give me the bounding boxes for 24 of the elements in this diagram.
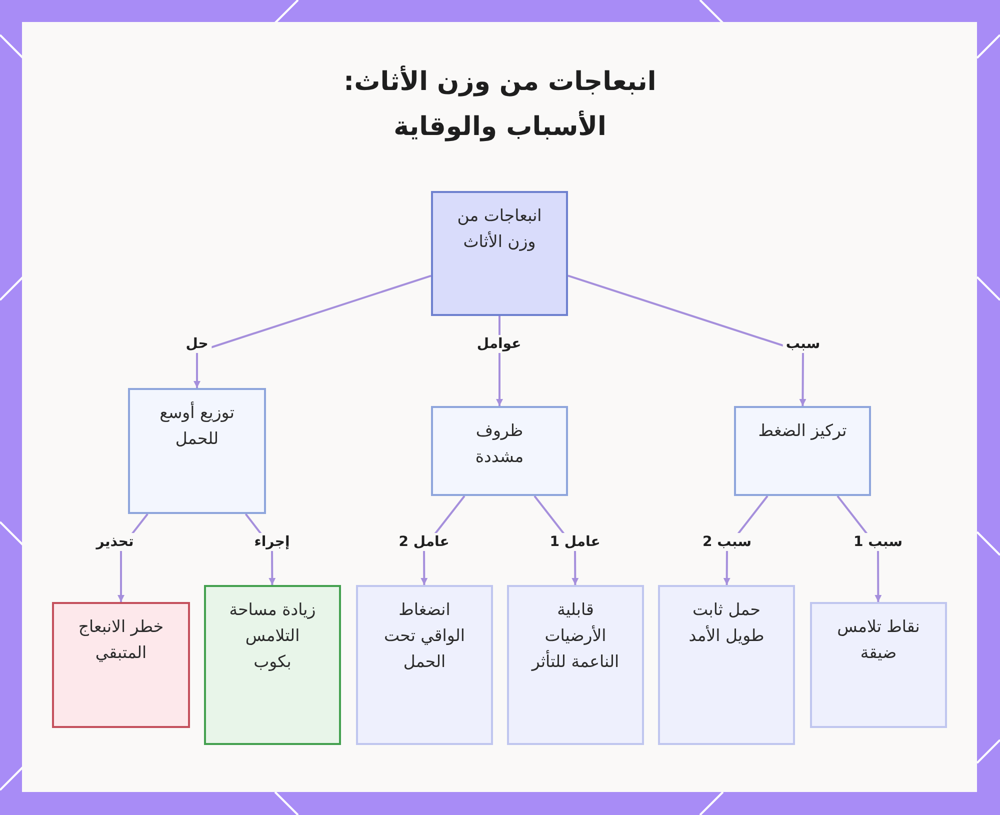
node-text: زيادة مساحة التلامس بكوب	[228, 599, 317, 673]
node-text: ظروف مشددة	[474, 420, 525, 468]
node-text: خطر الانبعاج المتبقي	[77, 616, 165, 664]
connector-arrow	[568, 274, 806, 406]
node-text: انبعاجات من وزن الأثاث	[456, 205, 543, 253]
edge-label: تحذير	[93, 533, 137, 551]
diagram-title: انبعاجات من وزن الأثاث: الأسباب والوقاية	[342, 64, 658, 144]
warning-box	[52, 602, 190, 728]
category-box	[734, 406, 871, 496]
cause-box	[810, 602, 947, 728]
topic-box	[431, 191, 568, 316]
category-box	[431, 406, 568, 496]
connector-arrow	[194, 274, 432, 388]
node-text: قابلية الأرضيات الناعمة للتأثر	[530, 599, 620, 673]
node-text: انضغاط الواقي تحت الحمل	[382, 599, 466, 673]
cause-box	[658, 585, 795, 745]
factor-box	[507, 585, 644, 745]
factor-box	[356, 585, 493, 745]
node-text: نقاط تلامس ضيقة	[836, 616, 921, 664]
node-text: توزيع أوسع للحمل	[158, 400, 236, 450]
node-text: حمل ثابت طويل الأمد	[688, 599, 766, 647]
node-text: تركيز الضغط	[757, 420, 848, 442]
category-box	[128, 388, 266, 514]
action-box	[204, 585, 341, 745]
